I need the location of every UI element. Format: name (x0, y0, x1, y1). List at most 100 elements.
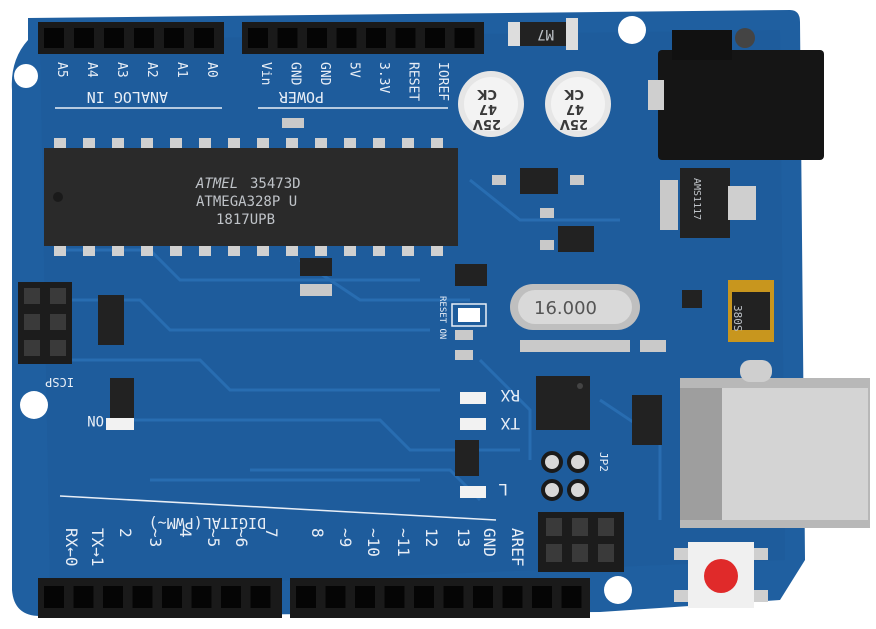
svg-text:25V: 25V (473, 116, 501, 131)
mounting-hole (618, 16, 646, 44)
header-pin (104, 28, 124, 48)
dc-power-jack (658, 50, 824, 160)
pin-label: A1 (174, 62, 189, 78)
chip-leg (228, 244, 240, 256)
mcu-part: ATMEGA328P U (196, 194, 297, 210)
on-led (106, 418, 134, 430)
pin-label: A2 (144, 62, 159, 78)
digital-pin-label: ~10 (364, 528, 383, 557)
header-pin (384, 586, 405, 608)
header-pin (425, 28, 445, 48)
icsp-label: ICSP (45, 375, 74, 389)
chip-leg (141, 138, 153, 150)
header-pin (44, 586, 64, 608)
header-pin (502, 586, 523, 608)
mounting-hole (14, 64, 38, 88)
pin-label: GND (317, 62, 332, 86)
icsp-pin (24, 314, 40, 330)
icsp2-pin (572, 518, 588, 536)
chip-leg (402, 244, 414, 256)
icsp2-pin (598, 518, 614, 536)
chip-leg (83, 138, 95, 150)
header-pin (74, 28, 94, 48)
digital-pin-label: 13 (454, 528, 473, 547)
chip-leg (199, 244, 211, 256)
digital-pin-label: ~6 (232, 528, 251, 547)
mcu-lot: 35473D (250, 176, 301, 192)
header-pin (336, 28, 357, 48)
digital-title: DIGITAL(PWM~) (149, 514, 266, 532)
pin-label: 3.3V (376, 62, 391, 93)
chip-leg (83, 244, 95, 256)
digital-pin-label: 12 (422, 528, 441, 547)
rx-led (460, 392, 486, 404)
digital-pin-label: 7 (262, 528, 281, 538)
header-pin (532, 586, 552, 608)
l-label: L (498, 480, 508, 499)
digital-pin-label: ~11 (394, 528, 413, 557)
chip-leg (54, 244, 66, 256)
chip-leg (286, 138, 298, 150)
smd-components (98, 118, 702, 476)
icsp-pin (50, 288, 66, 304)
chip-leg (315, 138, 327, 150)
digital-pin-label: ~3 (146, 528, 165, 547)
mcu-logo: ATMEL (195, 176, 238, 192)
chip-leg (373, 138, 385, 150)
mounting-hole (20, 391, 48, 419)
fuse-marking: 380S (731, 305, 744, 332)
crystal-label: 16.000 (534, 298, 597, 319)
pin-label: A4 (84, 62, 99, 78)
chip-leg (344, 138, 356, 150)
digital-pin-label: 2 (116, 528, 135, 538)
regulator-marking: M7 (537, 26, 554, 42)
svg-text:47: 47 (479, 101, 497, 116)
header-pin (443, 586, 464, 608)
header-pin (221, 586, 241, 608)
chip-leg (286, 244, 298, 256)
chip-leg (112, 244, 124, 256)
header-pin (194, 28, 214, 48)
chip-leg (199, 138, 211, 150)
svg-text:47: 47 (566, 101, 584, 116)
capacitor-right: CK 47 25V (545, 71, 611, 137)
pin-label: IOREF (435, 62, 450, 101)
chip-leg (54, 138, 66, 150)
pin-label: Vin (258, 62, 273, 85)
reset-on-label: RESET ON (437, 296, 447, 339)
chip-leg (257, 138, 269, 150)
l-led (460, 486, 486, 498)
regulator2-marking: AMS1117 (691, 178, 702, 220)
icsp2-pin (546, 544, 562, 562)
header-pin (296, 586, 316, 608)
svg-text:CK: CK (563, 86, 584, 101)
chip-leg (170, 244, 182, 256)
on-label: ON (87, 412, 104, 428)
header-pin (248, 28, 268, 48)
pin-label: 5V (347, 62, 362, 78)
digital-pin-label: AREF (508, 528, 527, 567)
header-pin (454, 28, 475, 48)
chip-leg (373, 244, 385, 256)
header-pin (277, 28, 298, 48)
digital-pin-label: RX←0 (62, 528, 81, 567)
pin-label: RESET (406, 62, 421, 101)
digital-pin-label: TX→1 (88, 528, 107, 567)
header-pin (164, 28, 184, 48)
icsp2-pin (598, 544, 614, 562)
header-pin (395, 28, 416, 48)
header-pin (561, 586, 582, 608)
chip-leg (344, 244, 356, 256)
analog-title: ANALOG IN (87, 88, 168, 106)
header-pin (325, 586, 346, 608)
header-pin (132, 586, 153, 608)
pin-label: A3 (114, 62, 129, 78)
digital-pin-label: 8 (308, 528, 327, 538)
tx-label: TX (500, 414, 520, 433)
capacitor-left: CK 47 25V (458, 71, 524, 137)
chip-leg (170, 138, 182, 150)
icsp2-pin (546, 518, 562, 536)
icsp-pin (24, 340, 40, 356)
chip-leg (315, 244, 327, 256)
